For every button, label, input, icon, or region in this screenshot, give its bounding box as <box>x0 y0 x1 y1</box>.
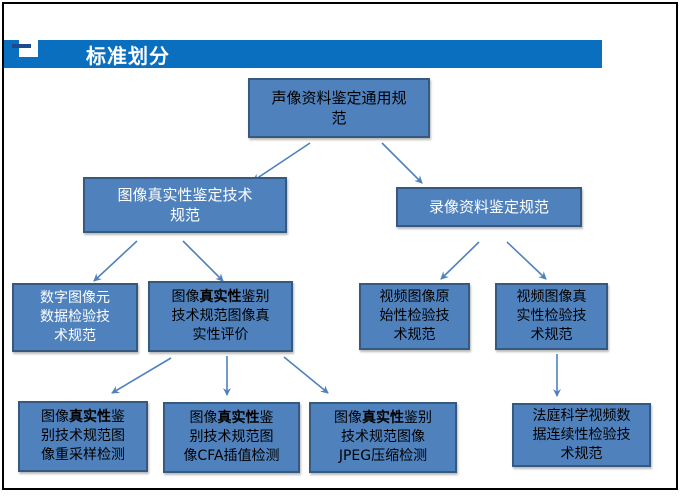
node-video-record-spec: 录像资料鉴定规范 <box>396 187 582 227</box>
node-jpeg-detect: 图像真实性鉴别 技术规范图像 JPEG压缩检测 <box>309 402 457 473</box>
node-label: 数据检验技 <box>40 309 110 325</box>
connector-root-to-video-spec <box>381 142 423 184</box>
node-label: 像CFA插值检测 <box>183 448 280 464</box>
node-label: 实性评价 <box>192 327 249 343</box>
node-label: 技术规范图像真 <box>171 308 270 324</box>
node-label: 图像真实性鉴别 <box>334 410 432 426</box>
connector-imageauth-to-eval <box>182 240 224 282</box>
node-label: 术规范 <box>54 328 96 344</box>
connector-eval-to-resample <box>111 357 172 394</box>
node-label: JPEG压缩检测 <box>338 448 428 464</box>
node-label: 实性检验技 <box>516 308 587 324</box>
connector-videospec-to-authenticity <box>506 241 547 280</box>
node-resample-detect: 图像真实性鉴 别技术规范图 像重采样检测 <box>18 401 148 472</box>
title-bar: 标准划分 <box>4 40 602 68</box>
connector-eval-to-jpeg <box>283 356 329 394</box>
node-label: 图像真实性鉴定技术 <box>117 186 253 204</box>
node-label: 图像真实性鉴 <box>189 410 274 426</box>
node-label: 别技术规范图 <box>189 429 274 445</box>
node-continuity-exam: 法庭科学视频数 据连续性检验技 术规范 <box>512 403 651 467</box>
node-cfa-detect: 图像真实性鉴 别技术规范图 像CFA插值检测 <box>163 402 300 473</box>
node-label: 图像真实性鉴 <box>41 409 125 425</box>
node-label: 术规范 <box>560 445 603 462</box>
title-bar-dash <box>12 44 31 48</box>
node-label: 录像资料鉴定规范 <box>428 198 549 216</box>
node-label: 技术规范图像 <box>341 429 425 445</box>
node-label: 声像资料鉴定通用规 <box>271 89 407 107</box>
node-video-original: 视频图像原 始性检验技 术规范 <box>359 283 470 350</box>
node-label: 术规范 <box>393 327 436 343</box>
node-label: 范 <box>331 109 347 127</box>
node-label: 视频图像真 <box>516 289 587 305</box>
node-label: 始性检验技 <box>379 308 450 324</box>
node-label: 据连续性检验技 <box>532 426 631 443</box>
node-authenticity-eval: 图像真实性鉴别 技术规范图像真 实性评价 <box>148 281 293 352</box>
connector-imageauth-to-metadata <box>93 240 138 282</box>
node-label: 图像真实性鉴别 <box>171 289 270 305</box>
slide-title: 标准划分 <box>86 43 170 68</box>
node-label: 法庭科学视频数 <box>532 407 631 424</box>
connector-root-to-image-auth <box>252 142 311 182</box>
node-label: 规范 <box>169 206 200 224</box>
node-metadata-exam: 数字图像元 数据检验技 术规范 <box>12 283 138 352</box>
node-label: 像重采样检测 <box>41 447 125 463</box>
node-image-auth-spec: 图像真实性鉴定技术 规范 <box>83 177 287 233</box>
node-label: 术规范 <box>530 327 573 343</box>
node-label: 别技术规范图 <box>41 428 125 444</box>
node-label: 数字图像元 <box>40 290 110 306</box>
node-label: 视频图像原 <box>379 289 450 305</box>
node-root: 声像资料鉴定通用规 范 <box>248 78 430 138</box>
node-video-authenticity: 视频图像真 实性检验技 术规范 <box>495 283 608 350</box>
connector-videospec-to-original <box>440 241 480 280</box>
